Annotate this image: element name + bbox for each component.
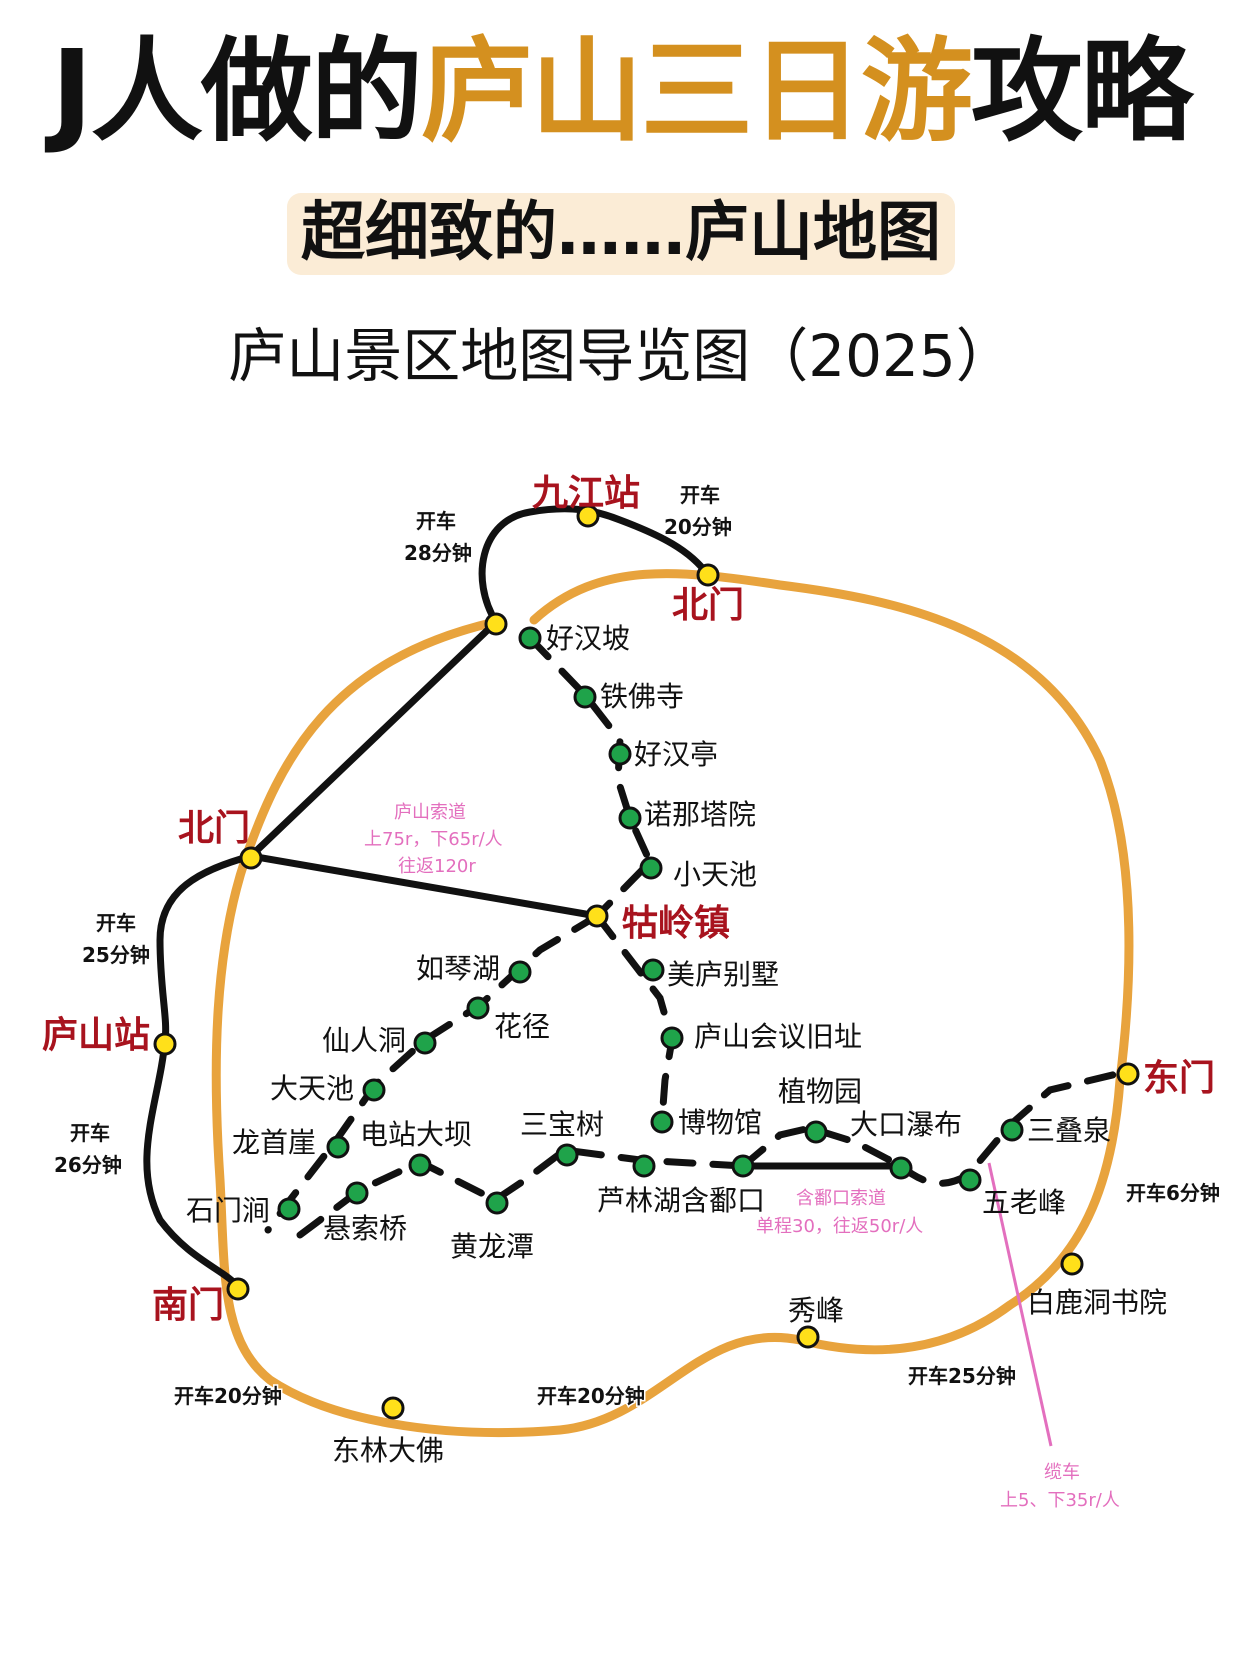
label-north-gate-top: 北门 bbox=[672, 585, 744, 626]
drive-south-left-20: 开车20分钟 bbox=[174, 1384, 282, 1408]
title-part2: 攻略 bbox=[970, 27, 1193, 157]
map-heading: 庐山景区地图导览图（2025） bbox=[228, 322, 1014, 390]
node-donglin bbox=[381, 1396, 405, 1420]
node-north-gate-left bbox=[239, 846, 263, 870]
node-jiujiang-station bbox=[576, 504, 600, 528]
node-north-gate-top bbox=[696, 563, 720, 587]
label-jiujiang-station: 九江站 bbox=[532, 473, 640, 514]
node-xiufeng bbox=[796, 1325, 820, 1349]
ropeway-lushan-name: 庐山索道 bbox=[394, 802, 466, 823]
ropeway-lushan-roundtrip: 往返120r bbox=[398, 856, 476, 877]
label-xiaotianchi: 小天池 bbox=[673, 858, 757, 891]
label-luquin-lake: 芦林湖含鄱口 bbox=[597, 1184, 765, 1217]
label-shimenjian: 石门涧 bbox=[186, 1194, 270, 1227]
label-dakou-waterfall: 大口瀑布 bbox=[850, 1108, 962, 1141]
page-title: J人做的庐山三日游攻略 bbox=[0, 28, 1242, 157]
label-huajing: 花径 bbox=[494, 1010, 550, 1043]
label-museum: 博物馆 bbox=[678, 1106, 762, 1139]
label-haohanpo: 好汉坡 bbox=[546, 622, 630, 655]
cable-wulaofeng-price: 上5、下35r/人 bbox=[1000, 1490, 1120, 1511]
label-huanglongtan: 黄龙潭 bbox=[450, 1230, 534, 1263]
subtitle-badge: 超细致的……庐山地图 bbox=[287, 193, 955, 275]
label-datianchi: 大天池 bbox=[270, 1072, 354, 1105]
label-sandiequan: 三叠泉 bbox=[1027, 1114, 1111, 1147]
label-tiefosi: 铁佛寺 bbox=[600, 680, 684, 713]
label-dianzhan-daba: 电站大坝 bbox=[360, 1118, 472, 1151]
label-wulaofeng: 五老峰 bbox=[982, 1186, 1066, 1219]
title-part1: J人做的 bbox=[51, 27, 423, 157]
label-ruqinhu: 如琴湖 bbox=[416, 952, 500, 985]
road-north-diagonal bbox=[247, 618, 500, 860]
label-conference-site: 庐山会议旧址 bbox=[694, 1020, 862, 1053]
drive-jiujiang-left-2: 28分钟 bbox=[404, 541, 472, 565]
label-meilu-villa: 美庐别墅 bbox=[667, 958, 779, 991]
scenic-stops bbox=[277, 626, 1024, 1221]
subtitle-wrap: 超细致的……庐山地图 bbox=[0, 193, 1242, 275]
gate-nodes bbox=[153, 504, 1140, 1420]
label-xianrendong: 仙人洞 bbox=[322, 1024, 406, 1057]
ropeway-hanpokou-price: 单程30，往返50r/人 bbox=[756, 1216, 923, 1237]
label-north-gate-left: 北门 bbox=[178, 808, 250, 849]
drive-station-upper-1: 开车 bbox=[96, 911, 136, 935]
label-guling: 牯岭镇 bbox=[622, 903, 730, 944]
label-haohanting: 好汉亭 bbox=[634, 738, 718, 771]
node-south-gate bbox=[226, 1277, 250, 1301]
label-sanbaoshu: 三宝树 bbox=[520, 1108, 604, 1141]
label-east-gate: 东门 bbox=[1143, 1058, 1215, 1099]
node-guling bbox=[585, 904, 609, 928]
label-nuonatayuan: 诺那塔院 bbox=[644, 798, 756, 831]
label-south-gate: 南门 bbox=[152, 1285, 224, 1326]
label-xiufeng: 秀峰 bbox=[788, 1294, 844, 1327]
drive-station-upper-2: 25分钟 bbox=[82, 943, 150, 967]
label-bailudong: 白鹿洞书院 bbox=[1027, 1286, 1167, 1319]
drive-jiujiang-left-1: 开车 bbox=[416, 509, 456, 533]
drive-station-lower-1: 开车 bbox=[70, 1121, 110, 1145]
label-botanical-garden: 植物园 bbox=[778, 1075, 862, 1108]
drive-south-mid-20: 开车20分钟 bbox=[537, 1384, 645, 1408]
ropeway-hanpokou-name: 含鄱口索道 bbox=[796, 1188, 886, 1209]
label-lushan-station: 庐山站 bbox=[42, 1015, 150, 1056]
node-haohanpo-junction bbox=[484, 612, 508, 636]
ropeway-lushan-price: 上75r，下65r/人 bbox=[364, 829, 503, 850]
drive-east-6: 开车6分钟 bbox=[1126, 1181, 1220, 1205]
drive-station-lower-2: 26分钟 bbox=[54, 1153, 122, 1177]
drive-jiujiang-right-1: 开车 bbox=[680, 483, 720, 507]
title-highlight: 庐山三日游 bbox=[420, 27, 973, 157]
label-xuansuoqiao: 悬索桥 bbox=[323, 1212, 407, 1245]
cable-wulaofeng-name: 缆车 bbox=[1044, 1462, 1080, 1483]
node-east-gate bbox=[1116, 1062, 1140, 1086]
node-bailudong bbox=[1060, 1252, 1084, 1276]
drive-jiujiang-right-2: 20分钟 bbox=[664, 515, 732, 539]
label-longshouya: 龙首崖 bbox=[232, 1126, 316, 1159]
ropeway-north-guling bbox=[247, 852, 601, 920]
label-donglin: 东林大佛 bbox=[332, 1434, 444, 1467]
drive-southeast-25: 开车25分钟 bbox=[908, 1364, 1016, 1388]
wulaofeng-cable-line bbox=[987, 1162, 1053, 1447]
road-jiujiang-loop bbox=[478, 505, 712, 626]
node-lushan-station bbox=[153, 1032, 177, 1056]
